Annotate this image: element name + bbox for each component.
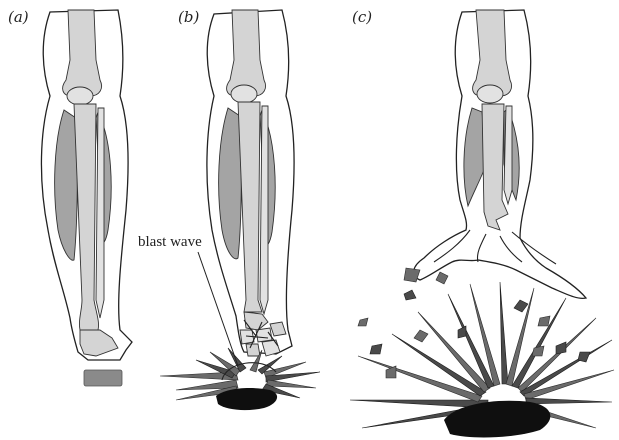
blast-wave-label: blast wave	[138, 234, 202, 250]
panel-c-patella	[477, 85, 503, 103]
panel-b: (b)	[138, 8, 320, 410]
panel-a-patella	[67, 87, 93, 105]
panel-b-label: (b)	[178, 8, 199, 26]
panel-c: (c)	[350, 8, 614, 437]
panel-c-fibula	[504, 106, 512, 204]
panel-b-patella	[231, 85, 257, 103]
panel-a-pressure-plate	[84, 370, 122, 386]
panel-c-label: (c)	[352, 8, 372, 26]
panel-a: (a)	[8, 8, 132, 386]
panel-a-label: (a)	[8, 8, 29, 26]
